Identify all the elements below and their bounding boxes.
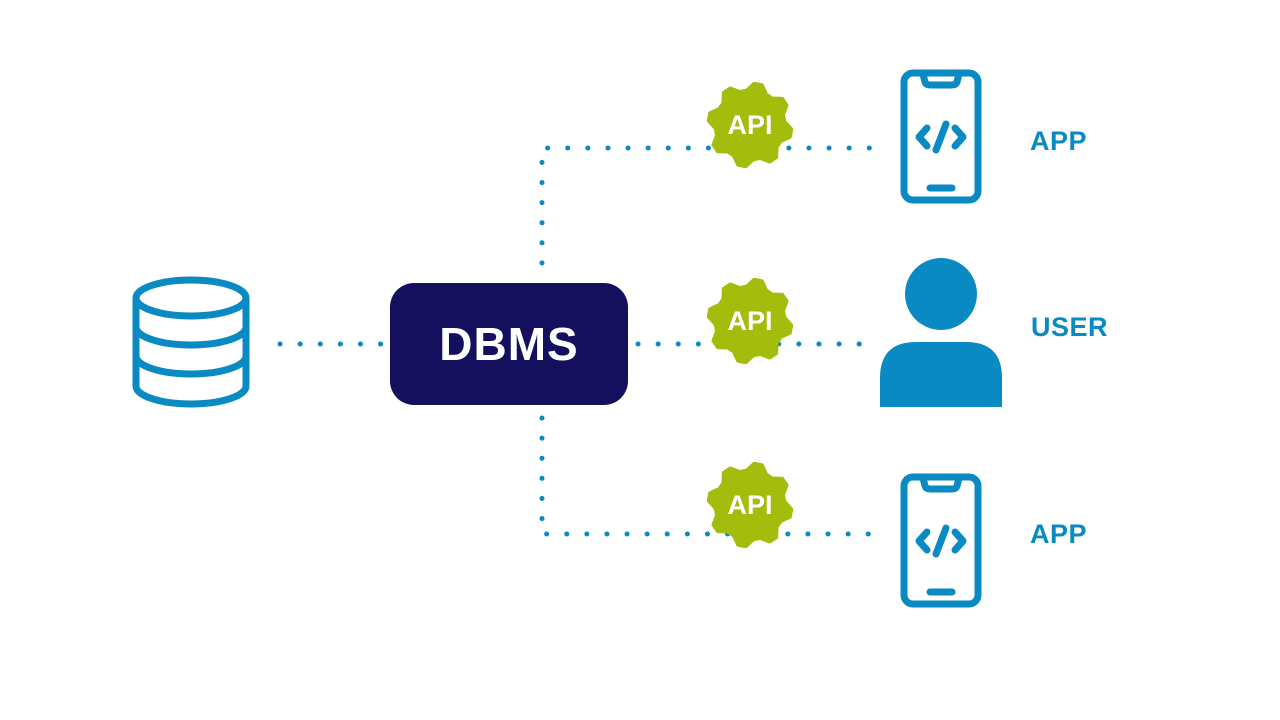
connectors: [277, 145, 873, 537]
database-icon: [132, 276, 250, 408]
gear-icon: [707, 278, 793, 364]
dbms-label: DBMS: [439, 318, 579, 370]
label-bottom-app: APP: [1030, 519, 1088, 549]
label-user: USER: [1031, 312, 1109, 342]
dbms-box: DBMS: [390, 283, 628, 405]
api-badge-label: API: [727, 109, 773, 140]
api-badge-top: API: [707, 82, 793, 168]
smartphone-code-icon: [900, 69, 982, 204]
api-badge-label: API: [727, 489, 773, 520]
user-icon: [880, 258, 1002, 407]
gear-shape: [707, 278, 793, 364]
smartphone-code-icon: [900, 473, 982, 608]
api-badge-label: API: [727, 305, 773, 336]
gear-icon: [707, 462, 793, 548]
gear-shape: [707, 462, 793, 548]
api-badge-bottom: API: [707, 462, 793, 548]
gear-icon: [707, 82, 793, 168]
gear-shape: [707, 82, 793, 168]
label-top-app: APP: [1030, 126, 1088, 156]
api-badge-middle: API: [707, 278, 793, 364]
connector-dbms-bottom-app: [539, 415, 873, 537]
connector-dbms-top-app: [539, 145, 873, 266]
